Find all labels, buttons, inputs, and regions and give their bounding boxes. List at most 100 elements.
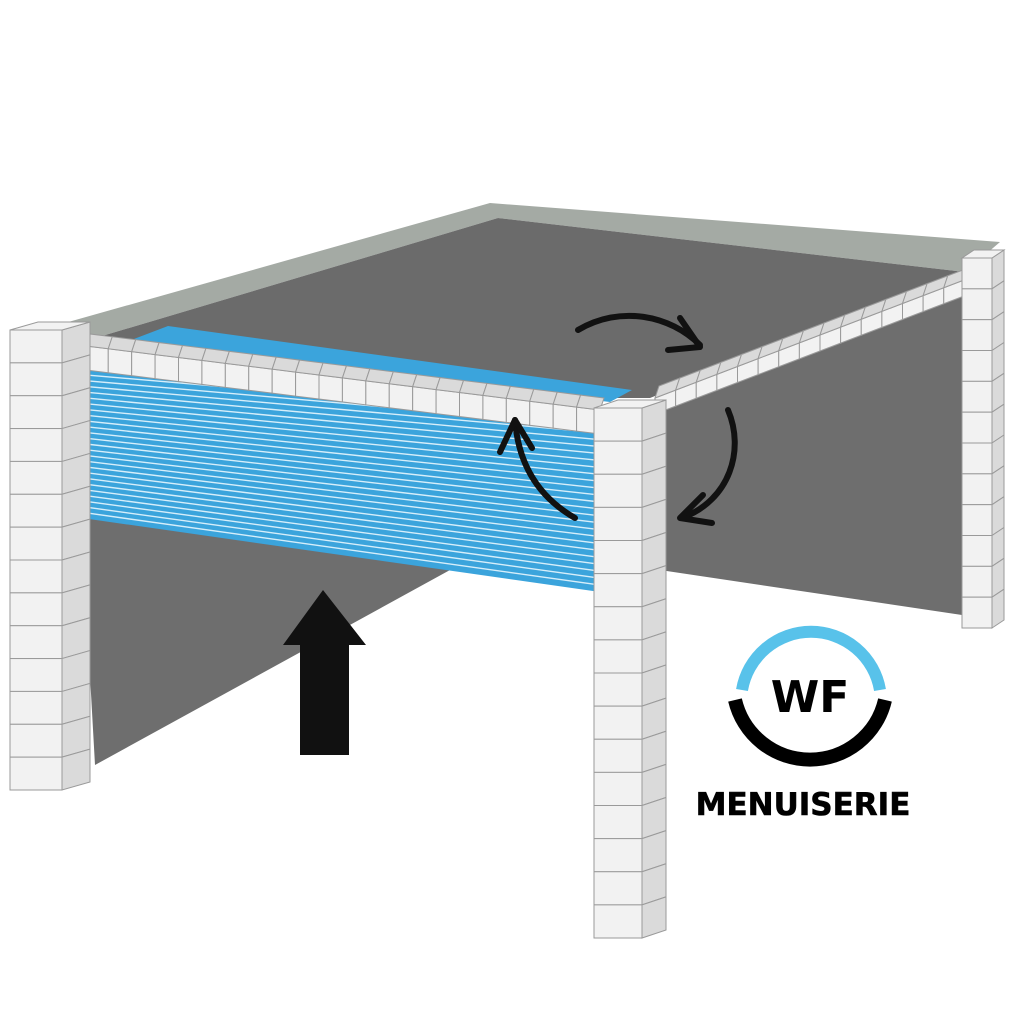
pillar-brick (593, 771, 643, 806)
pillar-brick (9, 592, 63, 627)
door-slat-line (78, 471, 601, 538)
brick (154, 354, 179, 383)
brick (412, 386, 437, 415)
door-slat-line (75, 419, 601, 476)
brick-top (318, 362, 348, 379)
pillar-brick (961, 504, 993, 536)
brick-top (365, 368, 394, 385)
brick (107, 348, 133, 377)
pillar-brick (593, 705, 643, 740)
pillar-brick (9, 658, 63, 692)
pillar-brick (9, 723, 63, 758)
pillar-brick (593, 506, 643, 541)
brick-top (388, 371, 418, 388)
door-slat-line (79, 488, 601, 559)
brick (552, 403, 578, 432)
door-panel (72, 368, 600, 592)
pillar-cap (960, 249, 1006, 259)
door-slat-line (81, 511, 601, 586)
pillar-brick (9, 526, 63, 561)
garage-door (72, 368, 601, 592)
roof (40, 203, 1000, 402)
brick-top (201, 347, 231, 364)
pillar-brick (961, 535, 993, 567)
pillar-brick (9, 395, 63, 430)
brick (224, 362, 250, 391)
pillar-brick (9, 625, 63, 660)
door-slat-line (76, 442, 601, 503)
pillar-brick (961, 596, 993, 629)
logo-wordmark: MENUISERIE (696, 787, 911, 823)
pillar-brick (593, 672, 643, 707)
door-slat-line (77, 448, 601, 510)
pillar-brick (961, 319, 993, 351)
pillar-brick (961, 380, 993, 413)
back-right-pillar (960, 249, 1006, 629)
pillar-brick (961, 473, 993, 506)
brick-top (458, 379, 488, 396)
brick-top (482, 382, 512, 399)
door-slat-line (79, 482, 601, 552)
brick (529, 400, 554, 429)
pillar-brick (961, 257, 993, 290)
brick-top (552, 391, 582, 408)
pillar-brick-side (61, 748, 91, 791)
door-slat-line (78, 459, 601, 524)
pillar-cap (593, 399, 667, 409)
pillar-brick (9, 329, 63, 364)
logo-initials: WF (771, 672, 850, 723)
brick-top (107, 336, 137, 353)
pillar-brick (593, 540, 643, 575)
brick (482, 394, 507, 423)
brick-top (130, 339, 160, 356)
brick (341, 377, 367, 406)
up-arrow-icon (283, 590, 366, 755)
brick-top (529, 388, 558, 405)
pillar-brick (961, 442, 993, 475)
brick (295, 371, 320, 400)
pillar-brick (593, 871, 643, 906)
roof-rim (40, 203, 1000, 345)
pillar-brick (9, 493, 63, 528)
brick (201, 359, 226, 388)
brick-top (294, 359, 324, 376)
left-pillar (9, 321, 91, 791)
pillar-brick (593, 738, 643, 773)
door-track-blue (118, 326, 632, 402)
pillar-brick (9, 559, 63, 594)
door-slat-line (75, 413, 601, 469)
pillar-brick (593, 473, 643, 508)
brick (248, 365, 273, 394)
brick-top (271, 356, 301, 373)
pillar-cap (9, 321, 91, 331)
right-wall (655, 288, 965, 615)
door-slat-line (79, 476, 601, 545)
door-slats (72, 373, 601, 586)
door-slat-line (74, 407, 601, 462)
pillar-brick (593, 573, 643, 608)
pillar-brick (9, 428, 63, 462)
door-slat-line (76, 436, 601, 496)
pillar-brick (593, 838, 643, 873)
pillar-brick (961, 411, 993, 444)
front-right-pillar (593, 399, 667, 939)
pillar-brick (593, 407, 643, 442)
curved-arrow-icon (497, 312, 738, 526)
brick-top (154, 342, 184, 359)
brick (271, 368, 297, 397)
company-logo: WF MENUISERIE (695, 625, 911, 823)
door-slat-line (76, 430, 601, 489)
door-slat-line (81, 505, 601, 579)
pillar-brick (593, 639, 643, 674)
side-lintel (654, 259, 990, 415)
brick (131, 351, 156, 380)
pillar-brick (961, 288, 993, 321)
door-slat-line (73, 396, 601, 448)
pillar-brick (9, 362, 63, 397)
brick (459, 391, 484, 420)
pillar-brick (961, 350, 993, 382)
left-wall (78, 510, 450, 765)
pillar-brick-side (991, 588, 1005, 629)
brick-top (411, 374, 441, 391)
pillar-brick (593, 440, 643, 475)
